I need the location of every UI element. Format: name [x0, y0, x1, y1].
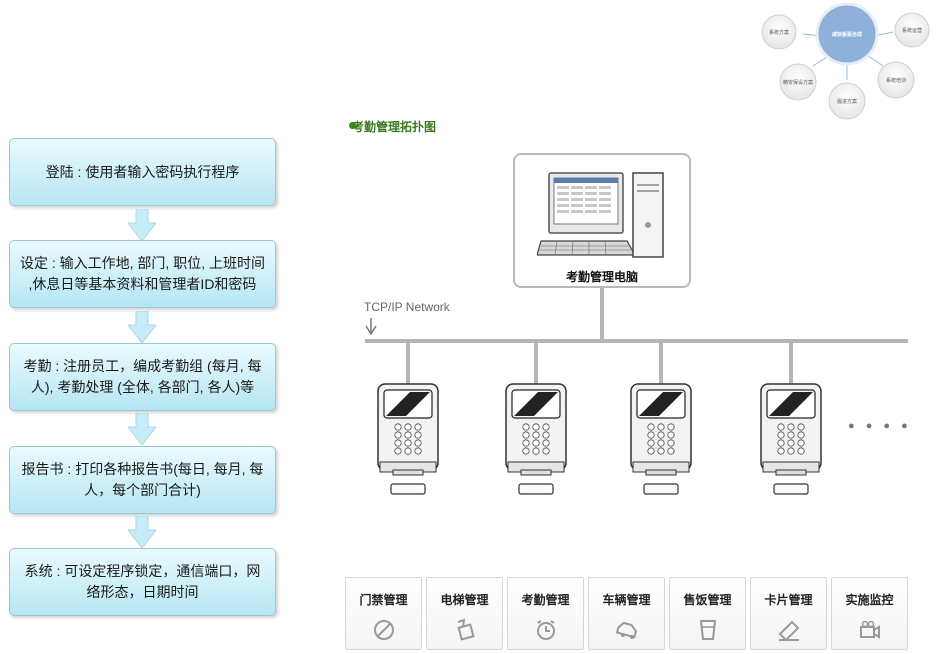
- bubble-lower-left: [779, 63, 817, 101]
- cup-icon: [699, 620, 717, 640]
- flow-step-text: 设定 : 输入工作地, 部门, 职位, 上班时间: [19, 255, 265, 271]
- computer-icon: [537, 172, 664, 258]
- svg-text:系统培训: 系统培训: [886, 77, 906, 84]
- down-arrow-icon: [128, 311, 156, 343]
- card-icon: [778, 620, 800, 642]
- flow-step-text: 络形态，日期时间: [86, 584, 199, 600]
- bubble-center: [815, 2, 879, 66]
- management-computer: 考勤管理电脑: [513, 153, 691, 288]
- clock-icon: [537, 620, 555, 640]
- flow-step-text: 报告书 : 打印各种报告书(每日, 每月, 每: [21, 461, 264, 477]
- bubble-left: [761, 14, 797, 50]
- flow-step-login: 登陆 : 使用者输入密码执行程序: [9, 138, 276, 206]
- attendance-terminal: [630, 383, 692, 495]
- solution-bubble-diagram: 系统方案 系统运营 精安保设方案 系统培训 履进方案 咸快板驱合成: [761, 2, 930, 120]
- flow-step-text: 系统 : 可设定程序锁定，通信端口，网: [24, 563, 261, 579]
- category-attendance[interactable]: 考勤管理: [507, 577, 584, 650]
- title-bullet-icon: [349, 122, 356, 129]
- computer-label: 考勤管理电脑: [565, 270, 638, 284]
- more-terminals-dots: ● ● ● ●: [848, 420, 912, 432]
- camera-icon: [860, 620, 880, 639]
- elevator-icon: [457, 618, 475, 641]
- category-card[interactable]: 卡片管理: [750, 577, 827, 650]
- down-arrow-icon: [128, 209, 156, 241]
- bubble-lower-right: [877, 61, 915, 99]
- svg-text:精安保设方案: 精安保设方案: [783, 79, 813, 86]
- category-access-control[interactable]: 门禁管理: [345, 577, 422, 650]
- category-monitoring[interactable]: 实施监控: [831, 577, 908, 650]
- car-icon: [615, 621, 638, 639]
- svg-text:履进方案: 履进方案: [837, 98, 857, 105]
- flow-step-settings: 设定 : 输入工作地, 部门, 职位, 上班时间 ,休息日等基本资料和管理者ID和…: [9, 240, 276, 308]
- attendance-terminal: [760, 383, 822, 495]
- topology-title: 考勤管理拓扑图: [352, 120, 437, 134]
- flow-step-report: 报告书 : 打印各种报告书(每日, 每月, 每人，每个部门合计): [9, 446, 276, 514]
- attendance-terminal: [505, 383, 567, 495]
- flow-step-text: 考勤 : 注册员工，编成考勤组 (每月, 每: [23, 358, 262, 374]
- flow-step-text: 人，每个部门合计): [84, 482, 201, 498]
- flow-step-text: 人), 考勤处理 (全体, 各部门, 各人)等: [30, 379, 255, 395]
- down-arrow-icon: [128, 516, 156, 548]
- category-elevator[interactable]: 电梯管理: [426, 577, 503, 650]
- flow-step-text: ,休息日等基本资料和管理者ID和密码: [28, 276, 257, 292]
- forbidden-icon: [374, 620, 394, 640]
- bubble-right: [894, 12, 930, 48]
- down-arrow-icon: [128, 413, 156, 445]
- flow-step-system: 系统 : 可设定程序锁定，通信端口，网络形态，日期时间: [9, 548, 276, 616]
- category-meal[interactable]: 售饭管理: [669, 577, 746, 650]
- svg-text:咸快板驱合成: 咸快板驱合成: [831, 31, 862, 38]
- category-vehicle[interactable]: 车辆管理: [588, 577, 665, 650]
- flow-step-text: 登陆 : 使用者输入密码执行程序: [45, 163, 240, 180]
- svg-text:系统运营: 系统运营: [902, 27, 922, 34]
- bubble-bottom: [828, 82, 866, 120]
- network-label: TCP/IP Network: [364, 300, 450, 314]
- attendance-terminal: [377, 383, 439, 495]
- flow-step-attendance: 考勤 : 注册员工，编成考勤组 (每月, 每人), 考勤处理 (全体, 各部门,…: [9, 343, 276, 411]
- svg-text:系统方案: 系统方案: [769, 29, 789, 36]
